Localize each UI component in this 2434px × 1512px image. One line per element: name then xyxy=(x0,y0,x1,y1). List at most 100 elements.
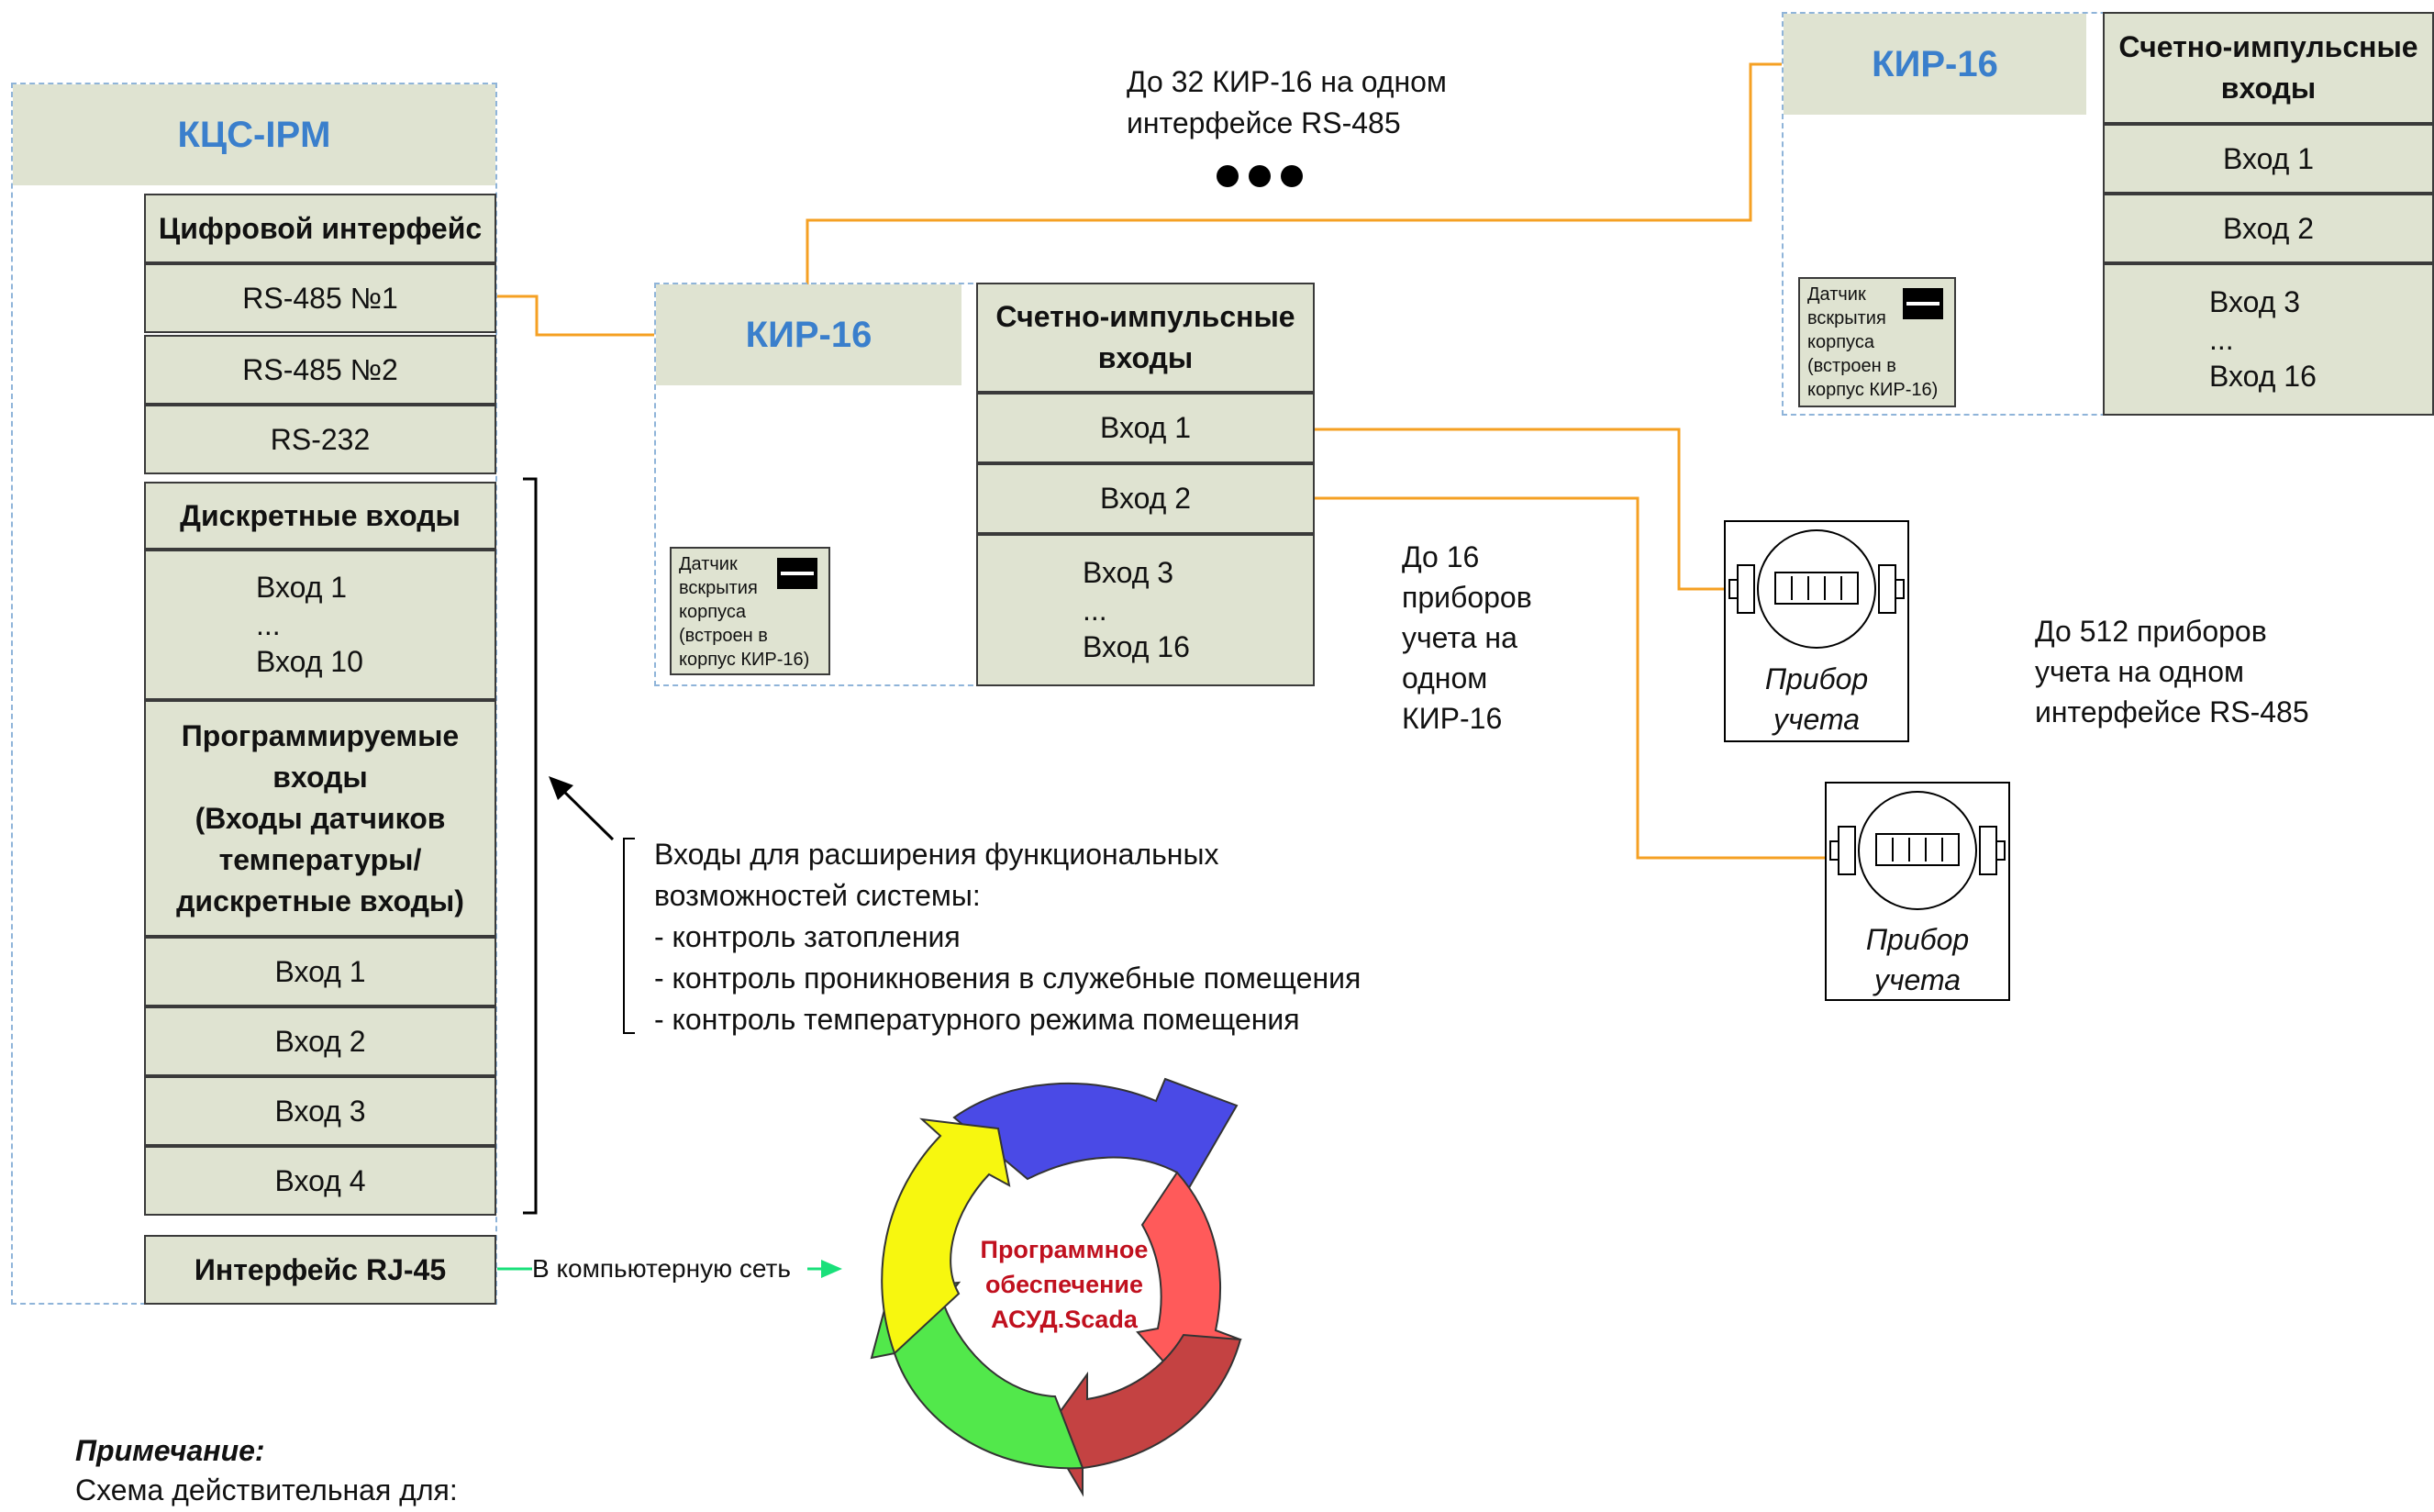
kir16-main-title: КИР-16 xyxy=(656,284,961,385)
note-line: интерфейсе RS-485 xyxy=(2035,695,2309,728)
ellipsis-dot xyxy=(1249,165,1271,187)
meter-2-label: Прибор учета xyxy=(1826,919,2009,1000)
footnote-text: Схема действительная для: xyxy=(75,1473,458,1506)
sensor-line: (встроен в xyxy=(679,626,768,646)
input1-to-meter-1 xyxy=(1314,428,1730,591)
note-line: До 32 КИР-16 на одном xyxy=(1127,65,1447,98)
software-label-line: Программное xyxy=(980,1236,1149,1263)
cycle-segment-yellow xyxy=(881,1117,1011,1355)
note-line: До 16 xyxy=(1402,540,1480,573)
sensor-line: (встроен в xyxy=(1807,356,1896,376)
note-line: - контроль температурного режима помещен… xyxy=(654,1003,1300,1036)
meter-1-icon xyxy=(1724,520,1909,742)
cycle-segment-blue xyxy=(952,1077,1239,1200)
software-label: Программное обеспечение АСУД.Scada xyxy=(954,1232,1174,1337)
note-line: интерфейсе RS-485 xyxy=(1127,106,1401,139)
prog-header-line: температуры/ xyxy=(218,842,422,876)
note-expansion-inputs: Входы для расширения функциональных возм… xyxy=(654,834,1361,1040)
kcs-ipm-title: КЦС-IPM xyxy=(13,84,495,185)
cycle-segment-darkred xyxy=(1044,1333,1242,1497)
programmable-inputs-header: Программируемые входы (Входы датчиков те… xyxy=(144,700,496,937)
note-line: До 512 приборов xyxy=(2035,615,2267,648)
software-cycle-icon xyxy=(870,1077,1242,1497)
note-up-to-512: До 512 приборов учета на одном интерфейс… xyxy=(2035,611,2309,732)
tamper-sensor-icon xyxy=(777,558,817,589)
sensor-line: вскрытия xyxy=(679,578,758,598)
kir16-top-pulse-header: Счетно-импульсные входы xyxy=(2103,12,2434,124)
kir16-top-input-2[interactable]: Вход 2 xyxy=(2103,194,2434,263)
sensor-line: корпуса xyxy=(679,602,746,622)
meter-label-line: учета xyxy=(1773,703,1861,736)
kir16-main-ellipsis: ... xyxy=(1083,594,1107,627)
ellipsis-dot xyxy=(1217,165,1239,187)
kir16-main-input-2[interactable]: Вход 2 xyxy=(976,463,1315,534)
prog-header-line: Программируемые xyxy=(181,718,460,752)
programmable-input-2[interactable]: Вход 2 xyxy=(144,1006,496,1076)
pulse-header-line: Счетно-импульсные xyxy=(995,300,1295,334)
prog-header-line: дискретные входы) xyxy=(176,884,464,917)
kir16-top-input-3: Вход 3 xyxy=(2209,285,2301,319)
sensor-line: вскрытия xyxy=(1807,308,1886,328)
note-up-to-32: До 32 КИР-16 на одном интерфейсе RS-485 xyxy=(1127,61,1447,144)
kir16-main-input-16: Вход 16 xyxy=(1083,630,1190,663)
meter-label-line: учета xyxy=(1873,963,1962,996)
programmable-input-1[interactable]: Вход 1 xyxy=(144,937,496,1006)
kir16-top-input-1[interactable]: Вход 1 xyxy=(2103,124,2434,194)
kir16-main-input-1[interactable]: Вход 1 xyxy=(976,393,1315,463)
input2-to-meter-2 xyxy=(1314,496,1831,860)
rs485-bus-to-kir-top xyxy=(806,62,1782,284)
note-line: приборов xyxy=(1402,581,1532,614)
discrete-input-last: Вход 10 xyxy=(256,645,363,678)
extension-bracket xyxy=(523,477,538,1215)
programmable-input-4[interactable]: Вход 4 xyxy=(144,1146,496,1216)
note-line: возможностей системы: xyxy=(654,879,981,912)
note-line: одном xyxy=(1402,662,1488,695)
discrete-input-first: Вход 1 xyxy=(256,571,348,605)
discrete-inputs-list: Вход 1 ... Вход 10 xyxy=(144,550,496,700)
discrete-inputs-header: Дискретные входы xyxy=(144,482,496,550)
meter-label-line: Прибор xyxy=(1764,662,1869,695)
prog-header-line: (Входы датчиков xyxy=(194,801,446,835)
cycle-segment-green xyxy=(870,1281,1084,1470)
pointer-arrow-icon xyxy=(549,776,573,800)
network-arrow-icon xyxy=(821,1260,842,1278)
kir16-main-inputs-rest: Вход 3 ... Вход 16 xyxy=(976,534,1315,686)
note-line: учета на xyxy=(1402,621,1517,654)
note-line: - контроль затопления xyxy=(654,920,961,953)
digital-interface-header: Цифровой интерфейс xyxy=(144,194,496,263)
kir16-top-ellipsis: ... xyxy=(2209,323,2234,356)
kir16-top-tamper-sensor: Датчик вскрытия корпуса (встроен в корпу… xyxy=(1798,277,1956,407)
pulse-header-line: входы xyxy=(2220,72,2317,105)
meter-1-label: Прибор учета xyxy=(1725,659,1908,739)
discrete-input-ellipsis: ... xyxy=(256,608,281,641)
note-line: учета на одном xyxy=(2035,655,2244,688)
prog-header-line: входы xyxy=(272,760,368,794)
sensor-line: корпус КИР-16) xyxy=(679,650,810,670)
kir16-top-input-16: Вход 16 xyxy=(2209,360,2317,393)
sensor-line: Датчик xyxy=(679,554,738,574)
rj45-interface[interactable]: Интерфейс RJ-45 xyxy=(144,1235,496,1305)
kir16-main-tamper-sensor: Датчик вскрытия корпуса (встроен в корпу… xyxy=(670,547,830,675)
programmable-input-3[interactable]: Вход 3 xyxy=(144,1076,496,1146)
note-line: КИР-16 xyxy=(1402,702,1503,735)
footnote-title: Примечание: xyxy=(75,1434,265,1467)
rs485-port-2[interactable]: RS-485 №2 xyxy=(144,335,496,405)
kir16-top-title: КИР-16 xyxy=(1784,14,2086,115)
pointer-arrow-line xyxy=(560,787,615,841)
note-line: Входы для расширения функциональных xyxy=(654,838,1219,871)
rs485-bus-to-kir-main xyxy=(495,295,654,337)
software-label-line: обеспечение xyxy=(984,1271,1144,1298)
tamper-sensor-icon xyxy=(1903,288,1943,319)
kir16-main-pulse-header: Счетно-импульсные входы xyxy=(976,283,1315,393)
sensor-line: корпуса xyxy=(1807,332,1874,352)
network-label: В компьютерную сеть xyxy=(532,1254,791,1283)
ellipsis-dot xyxy=(1281,165,1303,187)
rs232-port[interactable]: RS-232 xyxy=(144,405,496,474)
kir16-main-input-3: Вход 3 xyxy=(1083,556,1174,590)
meter-label-line: Прибор xyxy=(1865,923,1970,956)
software-label-line: АСУД.Scada xyxy=(991,1306,1138,1333)
rs485-port-1[interactable]: RS-485 №1 xyxy=(144,263,496,333)
pulse-header-line: входы xyxy=(1097,341,1194,374)
